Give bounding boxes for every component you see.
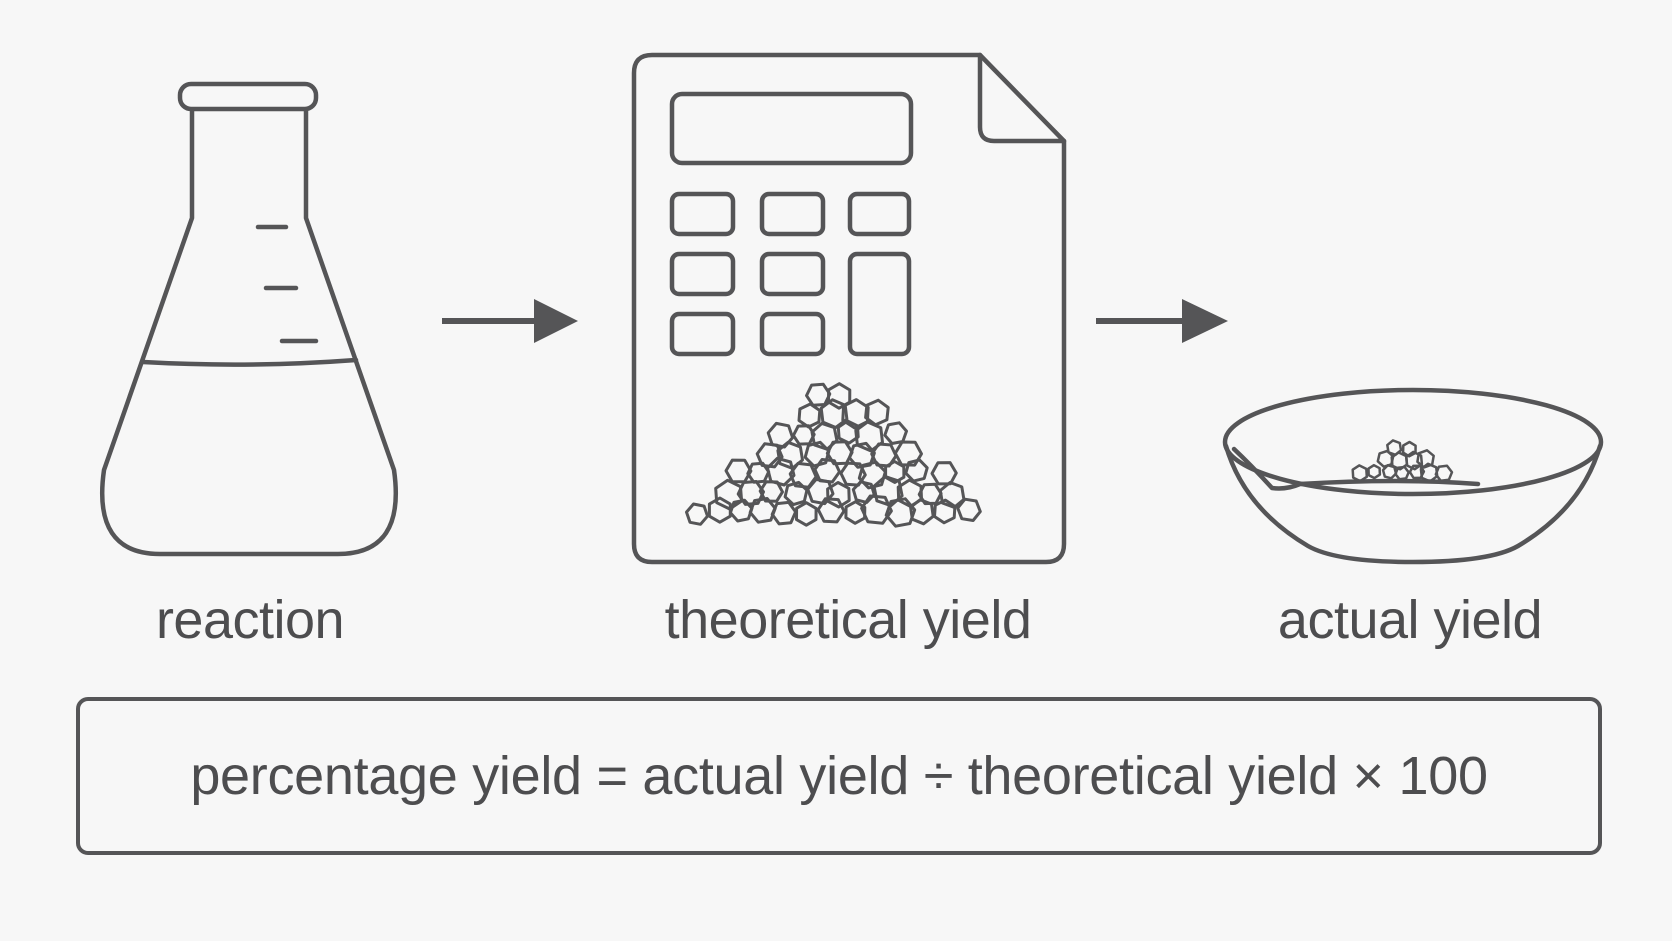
crystal <box>1367 463 1382 480</box>
crystal <box>826 481 851 509</box>
crystal <box>956 497 982 522</box>
crystal-pile <box>1351 439 1454 483</box>
crystal <box>724 458 753 484</box>
arrow-right-icon <box>442 299 578 343</box>
crystal <box>883 421 908 445</box>
crystal <box>930 461 958 486</box>
crystal <box>1351 464 1369 483</box>
crystal <box>870 442 898 468</box>
arrow-right-icon <box>1096 299 1228 343</box>
calculator-document-icon <box>631 52 1067 565</box>
crystal <box>1408 464 1426 480</box>
crystal <box>827 382 852 410</box>
crystal <box>860 494 893 525</box>
crystal <box>1434 464 1454 483</box>
crystal <box>864 398 890 427</box>
crystal <box>770 500 798 526</box>
crystal <box>938 481 966 509</box>
crystal <box>791 424 816 446</box>
crystal <box>836 419 860 445</box>
crystal <box>1416 449 1435 469</box>
label-reaction: reaction <box>155 590 345 650</box>
crystal <box>851 480 876 504</box>
crystal <box>797 402 822 429</box>
crystal <box>848 441 876 469</box>
crystal <box>1419 462 1439 483</box>
crystal <box>884 497 917 528</box>
crystal <box>816 497 846 524</box>
crystal <box>755 442 784 469</box>
crystal <box>896 478 923 508</box>
crystal-pile <box>685 382 982 528</box>
crystal <box>841 398 870 430</box>
crystal <box>795 501 818 527</box>
crystal <box>766 421 795 449</box>
crystal <box>839 461 867 487</box>
crystal <box>844 500 867 525</box>
crystal <box>806 477 835 506</box>
formula-text: percentage yield = actual yield ÷ theore… <box>190 746 1488 806</box>
formula-box: percentage yield = actual yield ÷ theore… <box>76 697 1602 855</box>
crystal <box>813 458 841 484</box>
crystal <box>1401 440 1417 458</box>
label-actual-yield: actual yield <box>1277 590 1543 650</box>
crystal <box>1386 439 1403 457</box>
label-theoretical-yield: theoretical yield <box>664 590 1032 650</box>
crystal <box>805 382 832 407</box>
evaporating-dish-icon <box>1222 387 1604 565</box>
crystal <box>707 496 732 524</box>
crystal <box>904 458 929 483</box>
crystal <box>685 502 709 526</box>
conical-flask-icon <box>99 81 399 557</box>
crystal <box>766 456 796 487</box>
crystal <box>758 480 784 503</box>
